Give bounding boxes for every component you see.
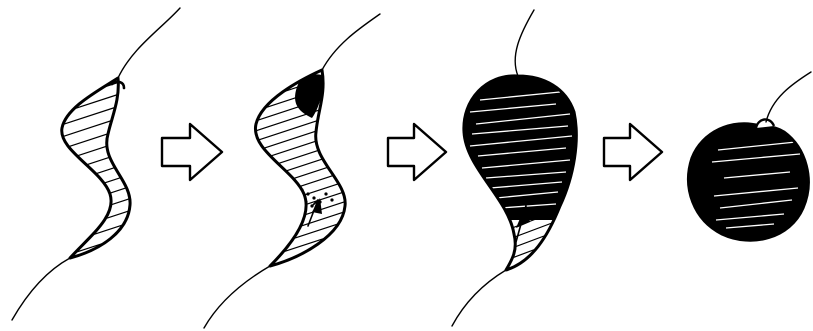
arrow-1-icon bbox=[162, 124, 222, 180]
stage-2-flagellum-bottom bbox=[204, 266, 270, 328]
stage-1-flagellum-bottom bbox=[12, 258, 70, 320]
stage-4-cell bbox=[680, 72, 813, 250]
stage-3-flagellum-top bbox=[515, 10, 534, 76]
stage-1-cell bbox=[12, 8, 180, 320]
stage-4-flagellum bbox=[766, 72, 811, 122]
stage-2-cell bbox=[204, 14, 380, 328]
stage-4-fill bbox=[680, 110, 813, 250]
stage-1-flagellum-top bbox=[118, 8, 180, 78]
stage-1-outline bbox=[62, 78, 130, 258]
stage-3-flagellum-bottom bbox=[452, 270, 506, 326]
arrow-2-icon bbox=[388, 124, 446, 180]
stage-2-flagellum-top bbox=[322, 14, 380, 70]
arrow-3-icon bbox=[604, 124, 662, 180]
stage-3-fill bbox=[450, 60, 590, 270]
stage-2-hatching bbox=[240, 60, 350, 276]
stage-3-cell bbox=[450, 10, 590, 326]
